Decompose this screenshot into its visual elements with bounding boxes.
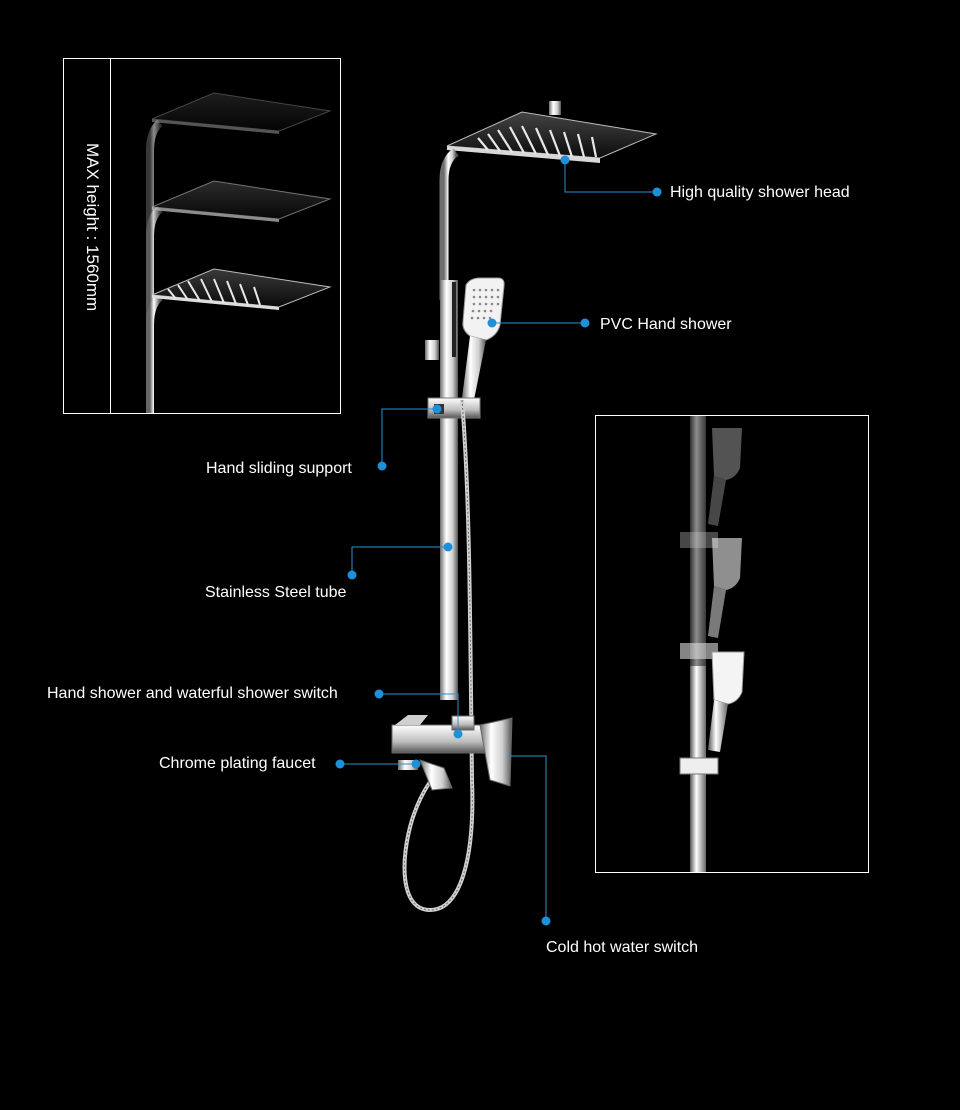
callout-lines bbox=[340, 160, 657, 920]
label-faucet: Chrome plating faucet bbox=[159, 755, 316, 772]
label-hand-shower: PVC Hand shower bbox=[600, 316, 732, 333]
steel-tube bbox=[440, 280, 458, 700]
callout-dots bbox=[335, 155, 662, 926]
inset-divider bbox=[110, 59, 111, 413]
rain-shower-head bbox=[446, 101, 658, 163]
label-steel-tube: Stainless Steel tube bbox=[205, 584, 347, 601]
mixer-body bbox=[391, 715, 513, 791]
hand-shower bbox=[462, 277, 505, 400]
label-hot-cold: Cold hot water switch bbox=[546, 939, 699, 956]
label-switch: Hand shower and waterful shower switch bbox=[47, 685, 338, 702]
label-shower-head: High quality shower head bbox=[670, 184, 850, 201]
label-sliding-support: Hand sliding support bbox=[206, 460, 352, 477]
height-inset: MAX height : 1560mm bbox=[63, 58, 341, 414]
height-variants-illustration bbox=[146, 92, 332, 413]
sliding-inset bbox=[595, 415, 869, 873]
sliding-variants-illustration bbox=[679, 416, 745, 872]
